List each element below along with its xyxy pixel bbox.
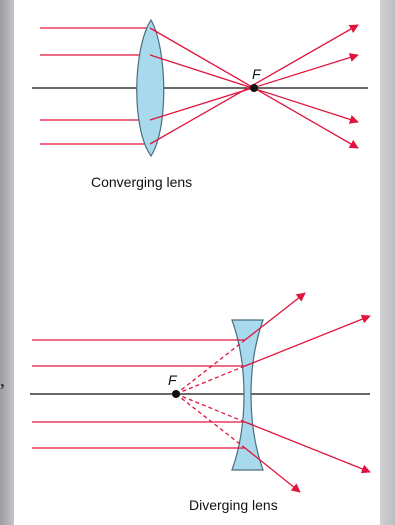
converging-lens-shape [136, 18, 165, 158]
diverging-virtual-rays [175, 339, 246, 449]
converging-lens-caption: Converging lens [91, 174, 193, 190]
diverging-virtual-ray [175, 339, 246, 395]
diverging-refracted-ray [244, 421, 371, 474]
diverging-virtual-ray [175, 393, 246, 449]
diverging-focal-label: F [168, 372, 177, 388]
diverging-refracted-ray [244, 314, 371, 367]
diverging-refracted-rays [244, 292, 371, 493]
diverging-lens-shape [231, 319, 264, 471]
diverging-virtual-ray [175, 365, 246, 395]
converging-focal-point [250, 84, 258, 92]
converging-incoming-rays [40, 27, 150, 145]
diverging-refracted-ray [244, 447, 301, 493]
converging-focal-label: F [252, 66, 261, 82]
diverging-virtual-ray [175, 393, 246, 423]
margin-punctuation: , [0, 369, 5, 391]
converging-lens-section [32, 18, 368, 158]
diverging-focal-point [172, 390, 180, 398]
diverging-incoming-rays [32, 339, 245, 449]
diverging-refracted-ray [244, 292, 306, 341]
diverging-lens-section [30, 292, 371, 493]
diverging-lens-caption: Diverging lens [189, 497, 278, 513]
